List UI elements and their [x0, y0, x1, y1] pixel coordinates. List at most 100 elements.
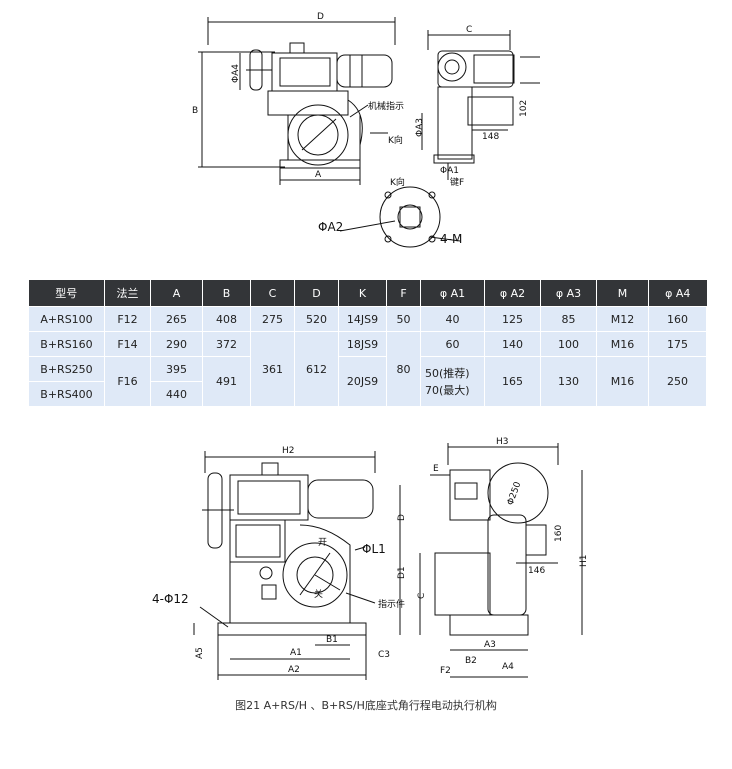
- cell-K: 18JS9: [338, 331, 387, 357]
- header-A3: φ A3: [540, 280, 597, 307]
- cell-D: 520: [294, 306, 339, 332]
- table-row: B+RS250 F16 395 491 20JS9 50(推荐) 70(最大) …: [28, 356, 707, 407]
- table-row: B+RS160 F14 290 372 361 612 18JS9 80 60 …: [28, 331, 707, 407]
- label-D: D: [317, 12, 324, 22]
- label-D: D: [397, 514, 407, 521]
- label-holes: 4-Φ12: [152, 592, 189, 606]
- cell-C: 275: [250, 306, 295, 332]
- label-A3: A3: [484, 640, 496, 650]
- header-C: C: [250, 280, 295, 307]
- cell-A2-merged: 165: [484, 356, 541, 407]
- cell-A2: 125: [484, 306, 541, 332]
- label-F2: F2: [440, 666, 451, 676]
- header-F: F: [386, 280, 421, 307]
- label-C: C: [466, 25, 472, 35]
- cell-K: 14JS9: [338, 306, 387, 332]
- cell-A: 265: [150, 306, 203, 332]
- cell-flange: F12: [104, 306, 151, 332]
- cell-A: 395: [150, 356, 203, 382]
- figure-caption: 图21 A+RS/H 、B+RS/H底座式角行程电动执行机构: [235, 699, 497, 712]
- header-A1: φ A1: [420, 280, 485, 307]
- cell-F-merged: 80: [386, 331, 421, 407]
- cell-A3: 100: [540, 331, 597, 357]
- label-open: 开: [318, 537, 327, 548]
- label-H1: H1: [579, 555, 589, 568]
- cell-flange-merged: F16: [104, 356, 151, 407]
- label-phiA2: ΦA2: [318, 220, 343, 234]
- cell-A1: 60: [420, 331, 485, 357]
- label-148: 148: [482, 132, 499, 142]
- table-row: B+RS400 440: [28, 381, 707, 407]
- header-flange: 法兰: [104, 280, 151, 307]
- label-k-dir-bottom: K向: [390, 176, 405, 188]
- label-102: 102: [519, 100, 529, 117]
- cell-A3-merged: 130: [540, 356, 597, 407]
- label-146: 146: [528, 566, 545, 576]
- label-close: 关: [314, 588, 323, 600]
- header-D: D: [294, 280, 339, 307]
- cell-A1-merged: 50(推荐) 70(最大): [420, 356, 485, 407]
- header-model: 型号: [28, 280, 105, 307]
- cell-B: 372: [202, 331, 251, 357]
- label-k-dir-side: K向: [388, 134, 403, 146]
- label-B: B: [192, 106, 198, 116]
- cell-M: M16: [596, 331, 649, 357]
- cell-A: 290: [150, 331, 203, 357]
- cell-M-merged: M16: [596, 356, 649, 407]
- header-A: A: [150, 280, 203, 307]
- label-160: 160: [554, 525, 564, 542]
- cell-B-merged: 491: [202, 356, 251, 407]
- cell-model: B+RS250: [28, 356, 105, 382]
- a1-max: 70(最大): [425, 383, 470, 397]
- label-4M: 4-M: [440, 232, 462, 246]
- label-A2: A2: [288, 665, 300, 675]
- cell-K-merged: 20JS9: [338, 356, 387, 407]
- label-C3: C3: [378, 650, 390, 660]
- label-B1: B1: [326, 635, 338, 645]
- label-E: E: [433, 464, 439, 474]
- label-phiA1: ΦA1: [440, 166, 459, 176]
- top-drawing: D B ΦA4 机械指示 A K向 C 148 102 ΦA3 ΦA1 键F K…: [190, 5, 550, 260]
- cell-D-merged: 612: [294, 331, 339, 407]
- cell-A2: 140: [484, 331, 541, 357]
- cell-model: B+RS160: [28, 331, 105, 357]
- cell-A4: 175: [648, 331, 707, 357]
- cell-A4: 160: [648, 306, 707, 332]
- header-A2: φ A2: [484, 280, 541, 307]
- cell-A3: 85: [540, 306, 597, 332]
- label-A4: A4: [502, 662, 514, 672]
- spec-table: 型号 法兰 A B C D K F φ A1 φ A2 φ A3 M φ A4 …: [28, 280, 707, 407]
- header-M: M: [596, 280, 649, 307]
- table-row: A+RS100 F12 265 408 275 520 14JS9 50 40 …: [28, 306, 707, 332]
- cell-flange: F14: [104, 331, 151, 357]
- cell-A1: 40: [420, 306, 485, 332]
- label-key-F: 键F: [450, 176, 464, 188]
- label-A1: A1: [290, 648, 302, 658]
- cell-A: 440: [150, 381, 203, 407]
- label-B2: B2: [465, 656, 477, 666]
- label-phiA3: ΦA3: [415, 118, 425, 137]
- a1-recommended: 50(推荐): [425, 366, 470, 380]
- label-mech-indicator: 机械指示: [368, 100, 404, 112]
- label-indicator: 指示件: [378, 598, 405, 610]
- cell-B: 408: [202, 306, 251, 332]
- label-phi250: Φ250: [506, 480, 524, 506]
- label-D1: D1: [397, 566, 407, 579]
- table-header-row: 型号 法兰 A B C D K F φ A1 φ A2 φ A3 M φ A4: [28, 280, 707, 307]
- label-phiA4: ΦA4: [231, 64, 241, 83]
- label-H3: H3: [496, 437, 509, 447]
- label-C: C: [417, 593, 427, 599]
- cell-A4-merged: 250: [648, 356, 707, 407]
- label-H2: H2: [282, 446, 295, 456]
- cell-model: A+RS100: [28, 306, 105, 332]
- header-A4: φ A4: [648, 280, 707, 307]
- header-K: K: [338, 280, 387, 307]
- label-phiL1: ΦL1: [362, 542, 386, 556]
- bottom-drawing: H2 开 关 ΦL1 指示件 4-Φ12 A5 A1 B1 C3 A2 H3 E…: [150, 435, 600, 690]
- cell-model: B+RS400: [28, 381, 105, 407]
- cell-F: 50: [386, 306, 421, 332]
- label-A: A: [315, 170, 322, 180]
- header-B: B: [202, 280, 251, 307]
- label-A5: A5: [195, 647, 205, 659]
- cell-M: M12: [596, 306, 649, 332]
